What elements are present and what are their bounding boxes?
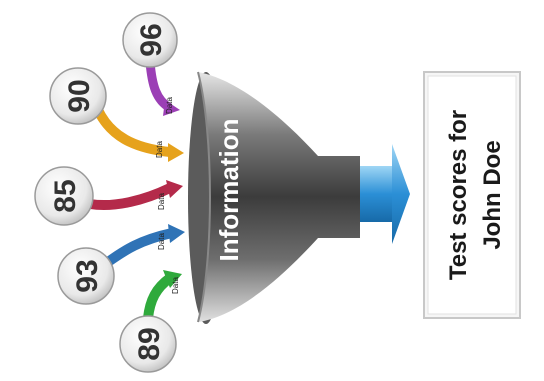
svg-text:96: 96 [135,23,168,56]
score-circle-85: 85 [34,166,94,226]
data-tag-89: Data [171,277,180,294]
data-tag-85: Data [157,193,166,210]
svg-text:93: 93 [71,259,104,292]
input-arrow-90 [93,107,184,162]
data-tag-93: Data [157,233,166,250]
score-circle-93: 93 [57,247,115,305]
score-circle-96: 96 [122,12,178,68]
score-circle-90: 90 [49,67,107,125]
svg-text:89: 89 [133,327,166,360]
funnel-label: Information [214,119,244,262]
result-box: Test scores for John Doe [423,71,521,319]
input-arrow-85 [89,180,183,211]
input-arrow-89 [143,270,182,319]
result-label-line2: John Doe [479,140,506,249]
data-tag-96: Data [165,97,174,114]
svg-text:85: 85 [49,179,82,212]
output-arrow [360,144,410,244]
result-label-line1: Test scores for [445,110,472,280]
data-tag-90: Data [155,141,164,158]
score-circle-89: 89 [119,315,177,373]
input-arrow-93 [105,224,185,267]
svg-text:90: 90 [63,79,96,112]
funnel: Information [188,71,360,324]
